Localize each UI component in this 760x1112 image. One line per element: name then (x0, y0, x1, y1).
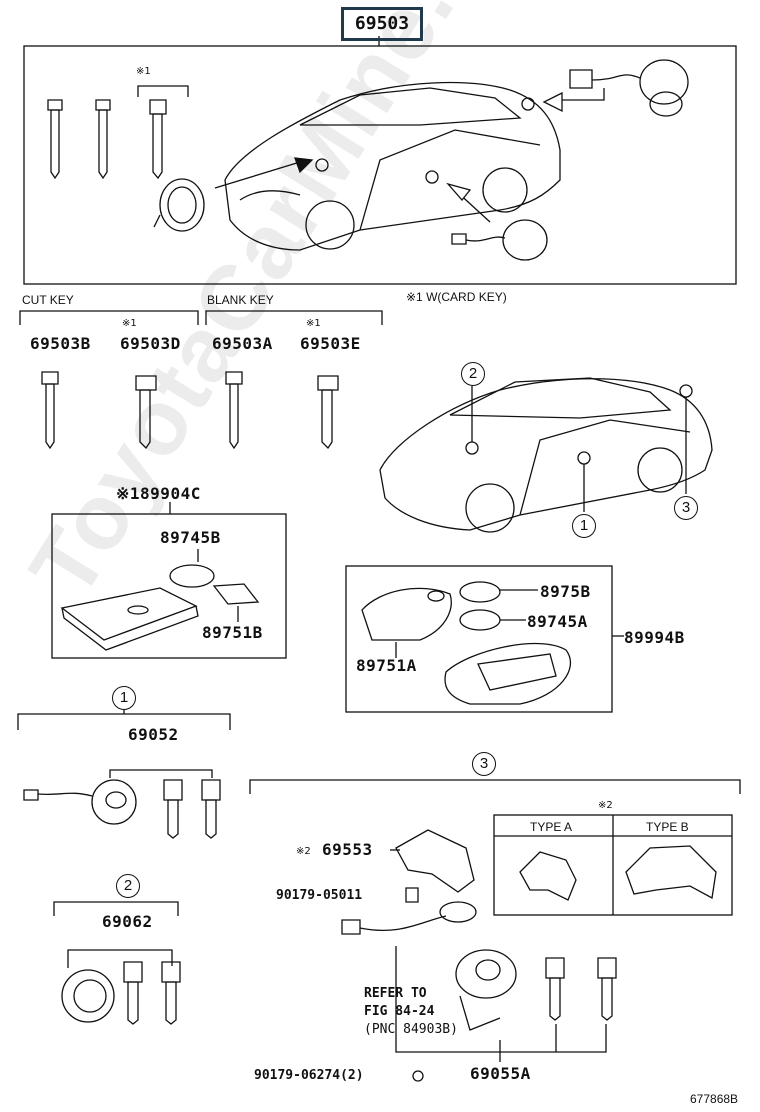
label-cut-key: CUT KEY (22, 293, 74, 307)
callout-3: 3 (472, 752, 496, 776)
key-body-89994B (444, 642, 572, 705)
part-90179-06274[interactable]: 90179-06274(2) (254, 1068, 364, 1083)
key-69503A (225, 371, 243, 450)
part-89751B[interactable]: 89751B (202, 623, 263, 642)
key-69055A-a (545, 957, 565, 1021)
label-blank-key: BLANK KEY (207, 293, 274, 307)
lock-cylinder-top (451, 219, 548, 261)
label-type-a: TYPE A (530, 820, 573, 834)
mark-69503D: ※1 (122, 318, 137, 329)
screw-90179-05011 (405, 887, 419, 903)
key-69052-b (201, 779, 221, 839)
refer-line1: REFER TO (364, 986, 427, 1001)
callout-3-car: 3 (674, 496, 698, 520)
nut-90179-06274 (412, 1070, 424, 1082)
cover-69553 (395, 829, 475, 893)
key-top-2 (95, 99, 111, 180)
type-a-sketch (519, 851, 577, 901)
key-top-1 (47, 99, 63, 180)
battery-8975B (459, 581, 501, 603)
part-89994B[interactable]: 89994B (624, 628, 685, 647)
part-89751A[interactable]: 89751A (356, 656, 417, 675)
figure-id: 677868B (690, 1092, 739, 1106)
key-top-3 (149, 99, 167, 180)
ignition-switch-top (569, 59, 689, 117)
mark-69503E: ※1 (306, 318, 321, 329)
part-8975B[interactable]: 8975B (540, 582, 591, 601)
key-69503B (41, 371, 59, 450)
part-89904C[interactable]: ※189904C (116, 484, 201, 503)
part-69052[interactable]: 69052 (128, 725, 179, 744)
label-type-b: TYPE B (646, 820, 689, 834)
refer-line3: (PNC 84903B) (364, 1022, 458, 1037)
part-69503D[interactable]: 69503D (120, 334, 181, 353)
note-card-key: ※1 W(CARD KEY) (406, 290, 507, 304)
switch-assembly (341, 901, 517, 1031)
car-top (224, 81, 561, 251)
part-69503A[interactable]: 69503A (212, 334, 273, 353)
key-69503D (135, 375, 157, 450)
main-part-number[interactable]: 69503 (341, 7, 423, 41)
callout-2-car: 2 (461, 362, 485, 386)
part-69503B[interactable]: 69503B (30, 334, 91, 353)
cylinder-69062 (61, 969, 115, 1023)
key-69055A-b (597, 957, 617, 1021)
callout-2: 2 (116, 874, 140, 898)
key-69062-b (161, 961, 181, 1025)
refer-line2: FIG 84-24 (364, 1004, 435, 1019)
callout-1: 1 (112, 686, 136, 710)
key-69062-a (123, 961, 143, 1025)
part-69553[interactable]: 69553 (322, 840, 373, 859)
key-69503E (317, 375, 339, 450)
part-69055A[interactable]: 69055A (470, 1064, 531, 1083)
part-89745B[interactable]: 89745B (160, 528, 221, 547)
insulator-89751B (212, 583, 260, 605)
part-90179-05011[interactable]: 90179-05011 (276, 888, 363, 903)
battery-89745B (169, 564, 215, 588)
card-key-sketch (60, 587, 199, 651)
battery-89745A (459, 609, 501, 631)
callout-1-car: 1 (572, 514, 596, 538)
key-69052-a (163, 779, 183, 839)
mark-69553: ※2 (296, 846, 311, 857)
door-cylinder-top (153, 178, 205, 232)
car-middle (379, 377, 713, 533)
part-69062[interactable]: 69062 (102, 912, 153, 931)
mark-card-key: ※1 (136, 66, 151, 77)
part-89745A[interactable]: 89745A (527, 612, 588, 631)
key-cover-89751A (361, 587, 452, 641)
part-69503E[interactable]: 69503E (300, 334, 361, 353)
mark-types: ※2 (598, 800, 613, 811)
ignition-69052 (23, 779, 137, 825)
type-b-sketch (625, 845, 717, 900)
